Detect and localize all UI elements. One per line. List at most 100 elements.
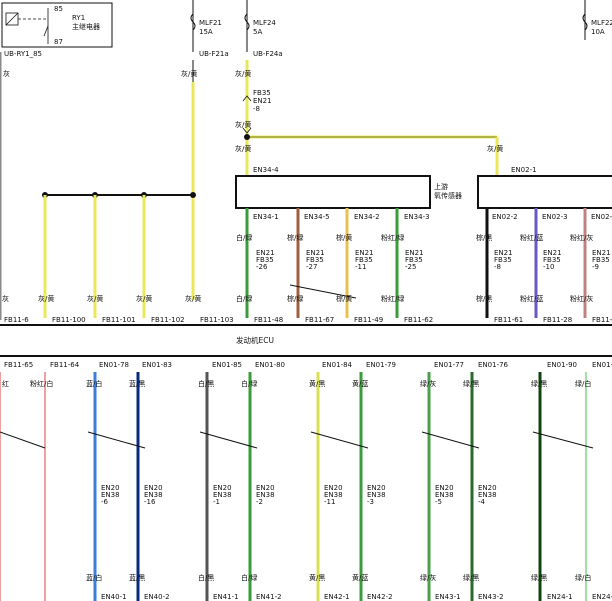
bc-9: EN24-1 (547, 593, 573, 601)
lw6-b: EN38 (367, 491, 386, 499)
ecu-bot-pin-7: EN01-84 (322, 361, 353, 369)
ecu-bot-pin-9: EN01-77 (434, 361, 464, 369)
lower-conn-8: EN20 EN38 -4 (478, 484, 497, 506)
lc-2: 粉红/白 (30, 379, 53, 388)
sw-color-7b: 粉红/灰 (570, 294, 593, 303)
lw8-b: EN38 (478, 491, 497, 499)
downstream-o2-sensor: EN02-1 (477, 166, 612, 209)
bc-7: EN43-1 (435, 593, 461, 601)
fuse-mlf21: MLF21 15A UB-F21a (190, 0, 229, 58)
ecu-bot-pin-11: EN01-90 (547, 361, 577, 369)
lc-8: 黄/蓝 (352, 379, 368, 388)
ic5-pin: -8 (494, 263, 501, 271)
ic4-pin: -25 (405, 263, 416, 271)
upstream-sensor-conn: EN34-4 (253, 166, 279, 174)
ecu-label: 发动机ECU (236, 335, 274, 345)
wire-color-down: 灰/黄 (487, 144, 503, 153)
inline-conn-6: EN21 FB35 -10 (543, 249, 562, 271)
ecu-top-pin-1: FB11-6 (4, 316, 29, 324)
sw-color-3: 棕/黄 (336, 233, 352, 242)
lw4-b: EN38 (256, 491, 275, 499)
inline-conn-4: EN21 FB35 -25 (405, 249, 424, 271)
inline-conn-7: EN21 FB35 -9 (592, 249, 611, 271)
up-pin-2: EN34-5 (304, 213, 330, 221)
ic7-a: EN21 (592, 249, 611, 257)
relay-ry1: 85 87 RY1 主继电器 (1, 2, 113, 48)
lc-12: 绿/白 (575, 379, 591, 388)
bc-6: EN42-2 (367, 593, 393, 601)
ic1-pin: -26 (256, 263, 268, 271)
bc-4: EN41-2 (256, 593, 282, 601)
ecu-top-pin-12: FB11- (592, 316, 612, 324)
ecu-bot-pin-6: EN01-80 (255, 361, 285, 369)
up-pin-1: EN34-1 (253, 213, 279, 221)
lc-1: 红 (2, 379, 9, 388)
wire-color-gray-left: 灰 (3, 69, 10, 78)
lw7-a: EN20 (435, 484, 454, 492)
ecu-bot-pin-10: EN01-76 (478, 361, 509, 369)
ic1-a: EN21 (256, 249, 275, 257)
ecu-top-pin-8: FB11-49 (354, 316, 383, 324)
sw-color-4: 粉红/绿 (381, 233, 404, 242)
upstream-sensor-label-2: 氧传感器 (434, 191, 462, 200)
ic5-b: FB35 (494, 256, 512, 264)
lw3-a: EN20 (213, 484, 232, 492)
ecu-top-pin-11: FB11-28 (543, 316, 572, 324)
ecu-top-pin-9: FB11-62 (404, 316, 433, 324)
ic4-b: FB35 (405, 256, 423, 264)
ic3-pin: -11 (355, 263, 366, 271)
ic4-a: EN21 (405, 249, 424, 257)
lb-10: 绿/白 (575, 573, 591, 582)
downstream-sensor-conn: EN02-1 (511, 166, 537, 174)
ecu-bot-pin-8: EN01-79 (366, 361, 396, 369)
ub-ry1-label: UB-RY1_85 (4, 50, 42, 58)
bc-5: EN42-1 (324, 593, 350, 601)
ic7-b: FB35 (592, 256, 610, 264)
lc-11: 绿/黑 (531, 379, 547, 388)
lc-5: 白/黑 (198, 379, 214, 388)
lower-conn-1: EN20 EN38 -6 (101, 484, 120, 506)
fb35-conn-pin: -8 (253, 105, 260, 113)
ic5-a: EN21 (494, 249, 513, 257)
fb35-conn-a: FB35 (253, 89, 271, 97)
lower-conn-5: EN20 EN38 -11 (324, 484, 343, 506)
sw-color-2: 棕/绿 (287, 233, 303, 242)
lc-7: 黄/黑 (309, 379, 325, 388)
down-pin-3: EN02- (591, 213, 612, 221)
fuse-mlf22: MLF22 10A (582, 0, 612, 40)
bc-10: EN24-2 (592, 593, 612, 601)
wire-color-b1: 灰/黄 (38, 294, 54, 303)
lb-1: 蓝/白 (86, 573, 102, 582)
inline-conn-1: EN21 FB35 -26 (256, 249, 275, 271)
lw2-b: EN38 (144, 491, 163, 499)
lb-7: 绿/灰 (420, 573, 436, 582)
bc-3: EN41-1 (213, 593, 239, 601)
up-pin-3: EN34-2 (354, 213, 380, 221)
lw7-b: EN38 (435, 491, 454, 499)
lc-9: 绿/灰 (420, 379, 436, 388)
ecu-top-pin-6: FB11-48 (254, 316, 283, 324)
sw-color-5b: 棕/黑 (476, 294, 492, 303)
lw6-pin: -3 (367, 498, 374, 506)
ecu-top-pin-5: FB11-103 (200, 316, 234, 324)
lw8-a: EN20 (478, 484, 497, 492)
lw2-a: EN20 (144, 484, 163, 492)
lw6-a: EN20 (367, 484, 386, 492)
ic6-pin: -10 (543, 263, 554, 271)
wire-color-up: 灰/黄 (235, 144, 251, 153)
lw3-b: EN38 (213, 491, 232, 499)
ecu-top-pin-3: FB11-101 (102, 316, 136, 324)
wire-color-mlf24-b: 灰/黄 (235, 120, 251, 129)
upstream-sensor-label-1: 上游 (434, 182, 448, 191)
fuse-mlf21-name: MLF21 (199, 19, 222, 27)
wire-color-mlf21: 灰/黄 (181, 69, 197, 78)
lc-3: 蓝/白 (86, 379, 102, 388)
lw1-a: EN20 (101, 484, 120, 492)
lb-8: 绿/黑 (463, 573, 479, 582)
lw8-pin: -4 (478, 498, 486, 506)
ecu-top-pin-2: FB11-100 (52, 316, 86, 324)
inline-conn-3: EN21 FB35 -11 (355, 249, 374, 271)
lower-conn-7: EN20 EN38 -5 (435, 484, 454, 506)
upstream-o2-sensor: EN34-4 上游 氧传感器 (235, 166, 462, 209)
